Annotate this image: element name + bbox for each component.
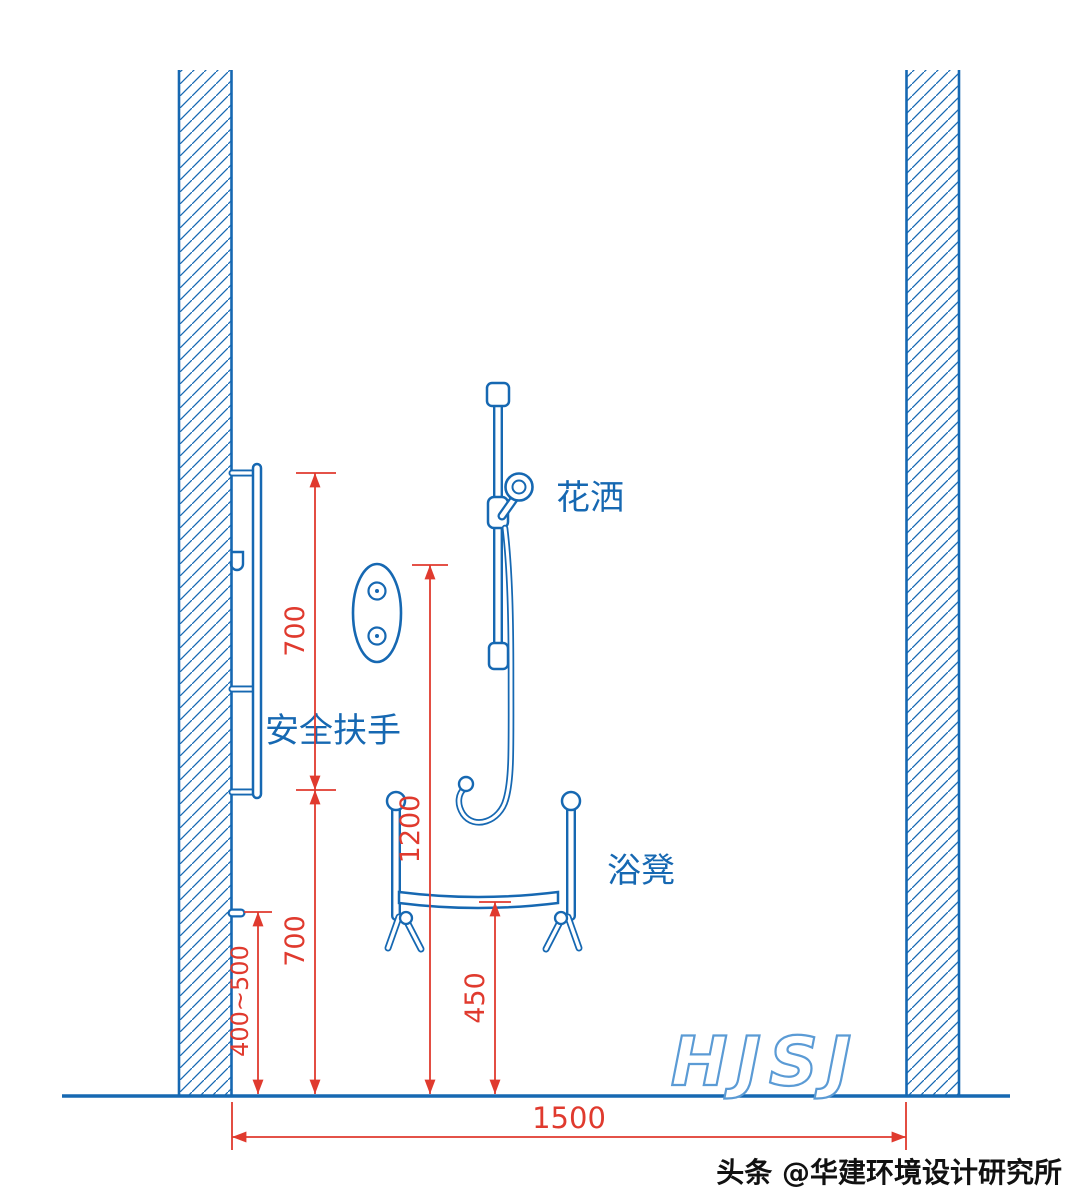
watermark: HJSJ [671,1023,860,1102]
label-safety-handrail: 安全扶手 [265,711,401,751]
dim-text-handrail-mount-height: 700 [280,915,311,967]
dim-bay-width: 1500 [231,1101,907,1150]
label-bath-stool: 浴凳 [607,851,675,891]
stool-seat [397,890,560,910]
shower-hose [455,524,515,826]
dim-seat-height: 450 [460,901,511,1094]
dim-text-bay-width: 1500 [532,1101,606,1135]
dim-shower-height: 1200 [395,564,448,1094]
dim-text-seat-height: 450 [460,972,491,1024]
left-wall [177,70,233,1096]
dim-hook-height: 400~500 [226,911,272,1094]
hose-connector [457,775,475,793]
dim-text-shower-height: 1200 [395,795,426,864]
dim-handrail-mount-height: 700 [280,790,321,1094]
right-wall [905,70,961,1096]
shower-control-panel [351,562,403,664]
footer-credit: 头条 @华建环境设计研究所 [716,1156,1062,1189]
label-shower-head: 花洒 [556,478,624,518]
shower-rail [485,381,511,671]
shower-head [486,472,534,530]
dim-text-hook-height: 400~500 [226,945,254,1057]
dim-text-handrail-length: 700 [280,605,311,657]
bath-stool [384,790,583,953]
dim-handrail-length: 700 [280,472,336,791]
safety-grab-bar [228,462,263,800]
wall-hook [229,550,245,572]
